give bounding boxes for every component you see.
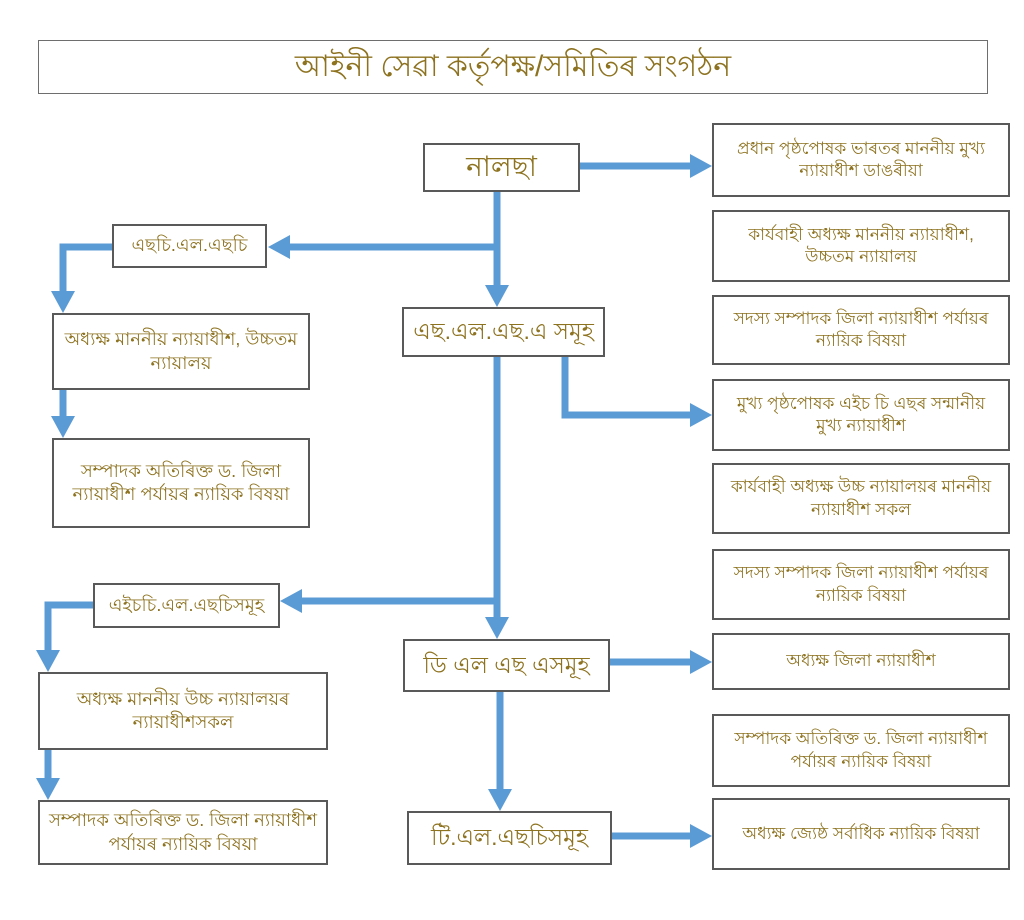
node-right-5: কার্যবাহী অধ্যক্ষ উচ্চ ন্যায়ালয়ৰ মাননী… <box>712 463 1010 534</box>
diagram-title: আইনী সেৱা কর্তৃপক্ষ/সমিতিৰ সংগঠন <box>38 40 988 94</box>
node-hclsc-chairman: অধ্যক্ষ মাননীয় উচ্চ ন্যায়ালয়ৰ ন্যায়া… <box>38 672 328 750</box>
arrow-sclsc-to-chairman-icon <box>51 243 112 313</box>
node-right-6: সদস্য সম্পাদক জিলা ন্যায়াধীশ পর্যায়ৰ ন… <box>712 549 1010 620</box>
node-sclsc: এছচি.এল.এছচি <box>112 224 267 268</box>
node-dlsa-group: ডি এল এছ এসমূহ <box>403 639 610 692</box>
arrow-dlsa-to-right7-icon <box>610 650 712 674</box>
arrow-nalsa-to-right1-icon <box>580 154 712 178</box>
node-right-7: অধ্যক্ষ জিলা ন্যায়াধীশ <box>712 633 1010 690</box>
arrow-hc-chairman-to-secretary-icon <box>36 750 60 800</box>
arrow-branch-to-sclsc-icon <box>268 235 497 259</box>
node-tlsc-group: টি.এল.এছচিসমূহ <box>407 811 612 865</box>
node-hclsc-secretary: সম্পাদক অতিৰিক্ত ড. জিলা ন্যায়াধীশ পর্য… <box>38 800 328 865</box>
arrow-tlsc-to-right9-icon <box>612 824 712 848</box>
node-sclsc-secretary: সম্পাদক অতিৰিক্ত ড. জিলা ন্যায়াধীশ পর্য… <box>52 438 310 528</box>
node-right-1: প্রধান পৃষ্ঠপোষক ভাৰতৰ মাননীয় মুখ্য ন্য… <box>712 123 1010 197</box>
node-right-2: কার্যবাহী অধ্যক্ষ মাননীয় ন্যায়াধীশ, উচ… <box>712 210 1010 282</box>
node-right-3: সদস্য সম্পাদক জিলা ন্যায়াধীশ পর্যায়ৰ ন… <box>712 295 1010 365</box>
arrow-dlsa-to-tlsc-icon <box>488 692 512 811</box>
arrow-slsa-to-right4-icon <box>561 357 712 427</box>
arrow-chairman-to-secretary-icon <box>51 390 75 438</box>
node-nalsa: নালছা <box>423 143 580 192</box>
arrow-branch-to-hclsc-icon <box>280 589 497 613</box>
node-sclsc-chairman: অধ্যক্ষ মাননীয় ন্যায়াধীশ, উচ্চতম ন্যায… <box>52 313 310 390</box>
node-slsa-group: এছ.এল.এছ.এ সমূহ <box>402 307 605 357</box>
node-right-4: মুখ্য পৃষ্ঠপোষক এইচ চি এছৰ সন্মানীয় মুখ… <box>712 379 1010 451</box>
arrow-nalsa-to-slsa-icon <box>485 192 509 307</box>
arrow-hclsc-to-chairman-icon <box>36 601 93 672</box>
node-right-9: অধ্যক্ষ জ্যেষ্ঠ সর্বাধিক ন্যায়িক বিষয়া <box>712 798 1010 870</box>
node-right-8: সম্পাদক অতিৰিক্ত ড. জিলা ন্যায়াধীশ পর্য… <box>712 714 1010 787</box>
node-hclsc-group: এইচচি.এল.এছচিসমূহ <box>93 583 280 628</box>
arrow-slsa-to-dlsa-icon <box>485 357 509 639</box>
